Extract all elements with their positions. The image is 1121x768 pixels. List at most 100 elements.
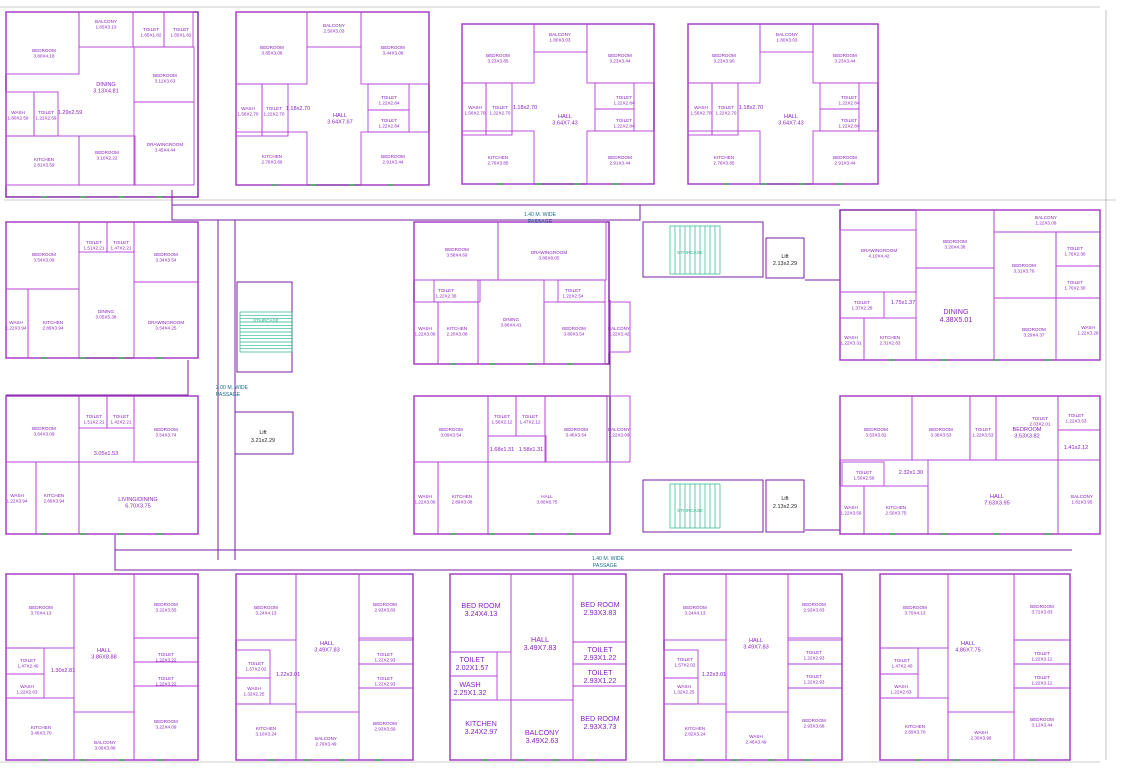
- room-size: 3.38X3.53: [931, 433, 952, 438]
- room-outline: [1013, 687, 1071, 761]
- room-name: DINING: [96, 82, 116, 88]
- staircase-right-top: [669, 225, 721, 275]
- room-name: TOILET: [113, 414, 129, 419]
- room-size: 3.11X3.63: [155, 79, 176, 84]
- room-size: 3.80X6.75: [537, 500, 558, 505]
- room-label: 1.30x2.81: [51, 668, 76, 674]
- room-size: 1.65X1.82: [141, 33, 162, 38]
- room-name: HALL: [749, 638, 763, 644]
- room-size: 1.22X3.29: [1078, 331, 1099, 336]
- room-size: 1.22X2.70: [716, 111, 737, 116]
- room-name: BEDROOM: [903, 605, 927, 610]
- room-name: TOILET: [806, 674, 822, 679]
- room-name: BEDROOM: [486, 53, 510, 58]
- room-size: 3.85X3.08: [262, 51, 283, 56]
- room-name: BEDROOM: [154, 602, 178, 607]
- staircase-left: [239, 311, 293, 353]
- room-name: TOILET: [494, 414, 510, 419]
- room-size: 1.22X2.36: [436, 294, 457, 299]
- room-name: KITCHEN: [31, 725, 51, 730]
- unit-outline: [5, 395, 199, 535]
- room-name: TOILET: [492, 105, 508, 110]
- room-outline: [572, 685, 627, 761]
- room-name: WASH: [974, 730, 988, 735]
- room-size: 2.69X3.70: [905, 730, 926, 735]
- room-name: BEDROOM: [439, 427, 463, 432]
- room-size: 1.22X3.22: [156, 658, 177, 663]
- room-outline: [133, 281, 199, 359]
- room-name: DRAWINGROOM: [531, 250, 567, 255]
- room-size: 1.58x1.31: [519, 447, 544, 453]
- room-size: 1.18x2.70: [513, 105, 538, 111]
- room-name: TOILET: [1034, 651, 1050, 656]
- room-size: 1.18x2.70: [739, 105, 764, 111]
- room-size: 4.10X4.42: [869, 254, 890, 259]
- room-size: 2.93X1.22: [584, 653, 617, 662]
- room-label: 1.22x3.01: [702, 672, 727, 678]
- room-outline: [711, 82, 739, 136]
- room-label: 1.68x1.31: [490, 447, 515, 453]
- room-size: 1.22X2.70: [264, 112, 285, 117]
- room-outline: [295, 573, 360, 761]
- room-size: 3.31X3.76: [1014, 269, 1035, 274]
- room-name: TOILET: [143, 27, 159, 32]
- room-outline: [839, 229, 917, 293]
- room-size: 1.22X3.08: [415, 500, 436, 505]
- room-name: KITCHEN: [905, 724, 925, 729]
- room-name: TOILET: [587, 645, 613, 654]
- room-size: 3.23X3.44: [835, 59, 856, 64]
- room-size: 3.12X3.44: [1032, 723, 1053, 728]
- unit-11: [5, 573, 199, 761]
- room-label: 1.18x2.70: [739, 105, 764, 111]
- room-size: 2.93X1.22: [584, 676, 617, 685]
- room-label: 3.05x1.53: [94, 451, 119, 457]
- room-size: 1.22X3.09: [609, 433, 630, 438]
- room-size: 2.93X3.68: [804, 724, 825, 729]
- room-name: BEDROOM: [381, 154, 405, 159]
- unit-outline: [413, 395, 611, 535]
- unit-8: [413, 395, 631, 535]
- room-name: BEDROOM: [29, 605, 53, 610]
- room-size: 3.54X3.09: [34, 258, 55, 263]
- room-name: KITCHEN: [447, 326, 467, 331]
- room-name: TOILET: [38, 110, 54, 115]
- room-name: WASH: [9, 320, 23, 325]
- room-name: WASH: [749, 734, 763, 739]
- room-size: 3.64X7.43: [552, 121, 578, 127]
- passage-top-sub: PASSAGE: [528, 219, 553, 225]
- lift-bottom-label: Lift: [781, 496, 789, 502]
- room-name: HALL: [558, 114, 572, 120]
- room-name: BALCONY: [94, 740, 116, 745]
- room-size: 3.22X3.55: [156, 608, 177, 613]
- room-name: BEDROOM: [712, 53, 736, 58]
- corridors: [6, 190, 1072, 571]
